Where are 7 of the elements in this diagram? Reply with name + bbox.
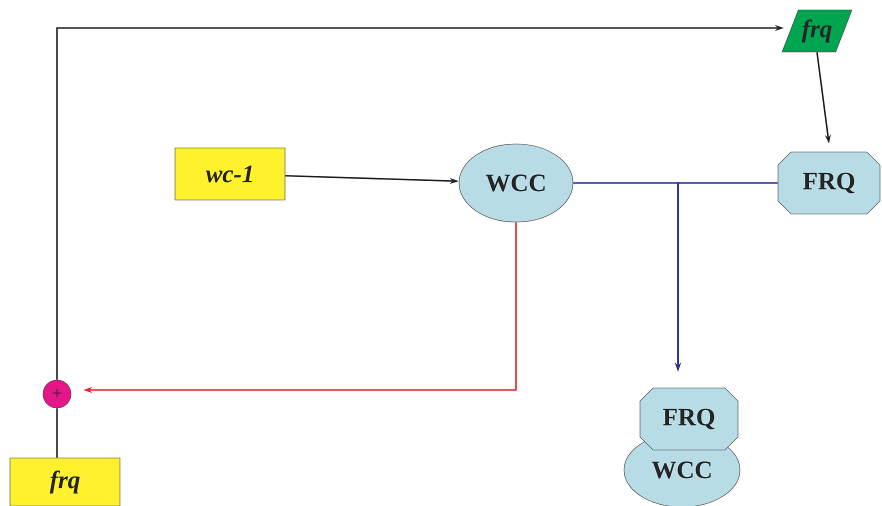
gene-parallelogram: frq [782,10,852,52]
protein-octagon: FRQ [778,152,880,214]
node-label: WCC [652,462,711,478]
gene-box: wc-1 [174,148,286,200]
sum-junction: + [42,380,72,408]
gene-box: frq [10,458,120,506]
protein-octagon: FRQ [640,388,738,450]
